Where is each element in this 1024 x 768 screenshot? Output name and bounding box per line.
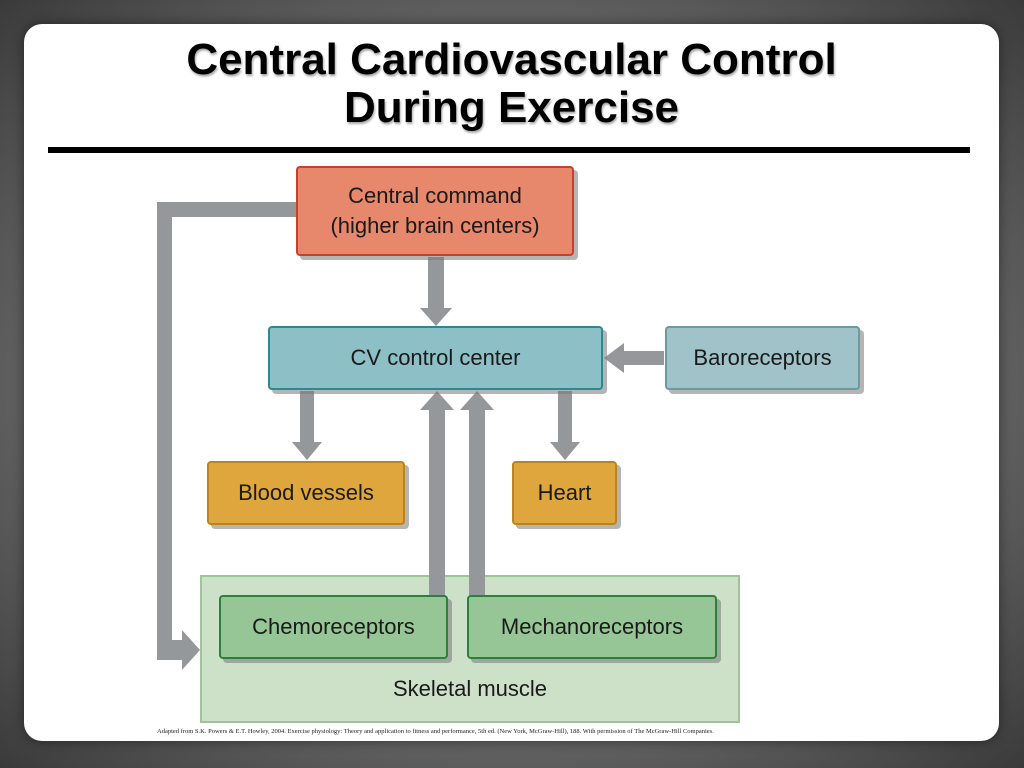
slide: Central Cardiovascular Control During Ex… bbox=[24, 24, 999, 741]
mechanoreceptors-box: Mechanoreceptors bbox=[467, 595, 717, 659]
slide-title: Central Cardiovascular Control During Ex… bbox=[24, 36, 999, 132]
central-command-line-2: (higher brain centers) bbox=[330, 213, 540, 238]
arrow-chemo-to-cv bbox=[420, 391, 454, 596]
central-command-box: Central command (higher brain centers) bbox=[296, 166, 574, 256]
skeletal-muscle-label: Skeletal muscle bbox=[392, 676, 548, 701]
arrow-central-to-muscle bbox=[157, 202, 296, 670]
blood-vessels-box: Blood vessels bbox=[207, 461, 405, 525]
title-line-1: Central Cardiovascular Control bbox=[186, 35, 837, 84]
arrow-cv-to-heart bbox=[550, 391, 580, 460]
title-line-2: During Exercise bbox=[343, 83, 680, 132]
chemoreceptors-box: Chemoreceptors bbox=[219, 595, 448, 659]
cv-control-center-box: CV control center bbox=[268, 326, 603, 390]
arrow-central-to-cv bbox=[420, 257, 452, 326]
central-command-line-1: Central command bbox=[348, 183, 522, 208]
title-divider bbox=[48, 147, 970, 153]
arrow-cv-to-vessels bbox=[292, 391, 322, 460]
heart-box: Heart bbox=[512, 461, 617, 525]
source-credit: Adapted from S.K. Powers & E.T. Howley, … bbox=[157, 728, 714, 735]
arrow-baro-to-cv bbox=[604, 343, 664, 373]
arrow-layer bbox=[157, 202, 664, 670]
baroreceptors-box: Baroreceptors bbox=[665, 326, 860, 390]
arrow-mechano-to-cv bbox=[460, 391, 494, 596]
